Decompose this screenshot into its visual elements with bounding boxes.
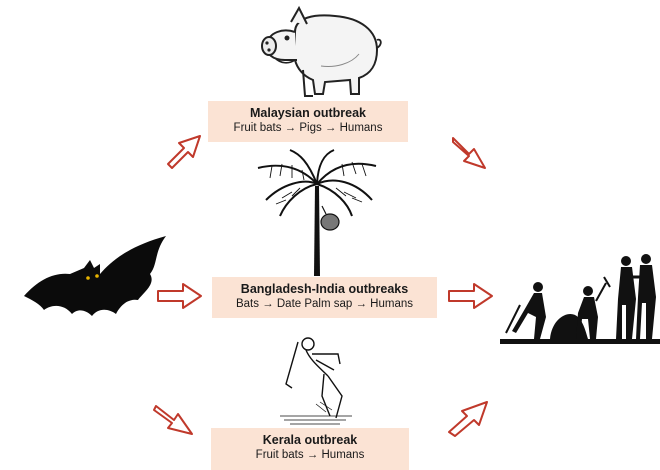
arrow-malaysian-to-humans	[445, 128, 495, 174]
outbreak-title: Kerala outbreak	[211, 432, 409, 448]
outbreak-route: Fruit bats → Pigs → Humans	[208, 121, 408, 136]
outbreak-route: Fruit bats → Humans	[211, 448, 409, 463]
outbreak-title: Malaysian outbreak	[208, 105, 408, 121]
date-palm-tree-icon	[252, 148, 382, 276]
arrow-kerala-to-humans	[443, 394, 495, 440]
bat-icon	[20, 234, 168, 330]
arrow-bat-to-malaysian	[160, 128, 210, 174]
kerala-outbreak-box: Kerala outbreak Fruit bats → Humans	[211, 428, 409, 470]
humans-silhouette-icon	[500, 247, 660, 344]
outbreak-route: Bats → Date Palm sap → Humans	[212, 297, 437, 312]
outbreak-title: Bangladesh-India outbreaks	[212, 281, 437, 297]
arrow-bangladesh-to-humans	[446, 281, 496, 311]
bangladesh-india-outbreak-box: Bangladesh-India outbreaks Bats → Date P…	[212, 277, 437, 318]
malaysian-outbreak-box: Malaysian outbreak Fruit bats → Pigs → H…	[208, 101, 408, 142]
arrow-bat-to-bangladesh	[155, 281, 205, 311]
farmer-digging-icon	[276, 334, 356, 430]
arrow-bat-to-kerala	[150, 394, 202, 440]
pig-icon	[255, 2, 385, 100]
